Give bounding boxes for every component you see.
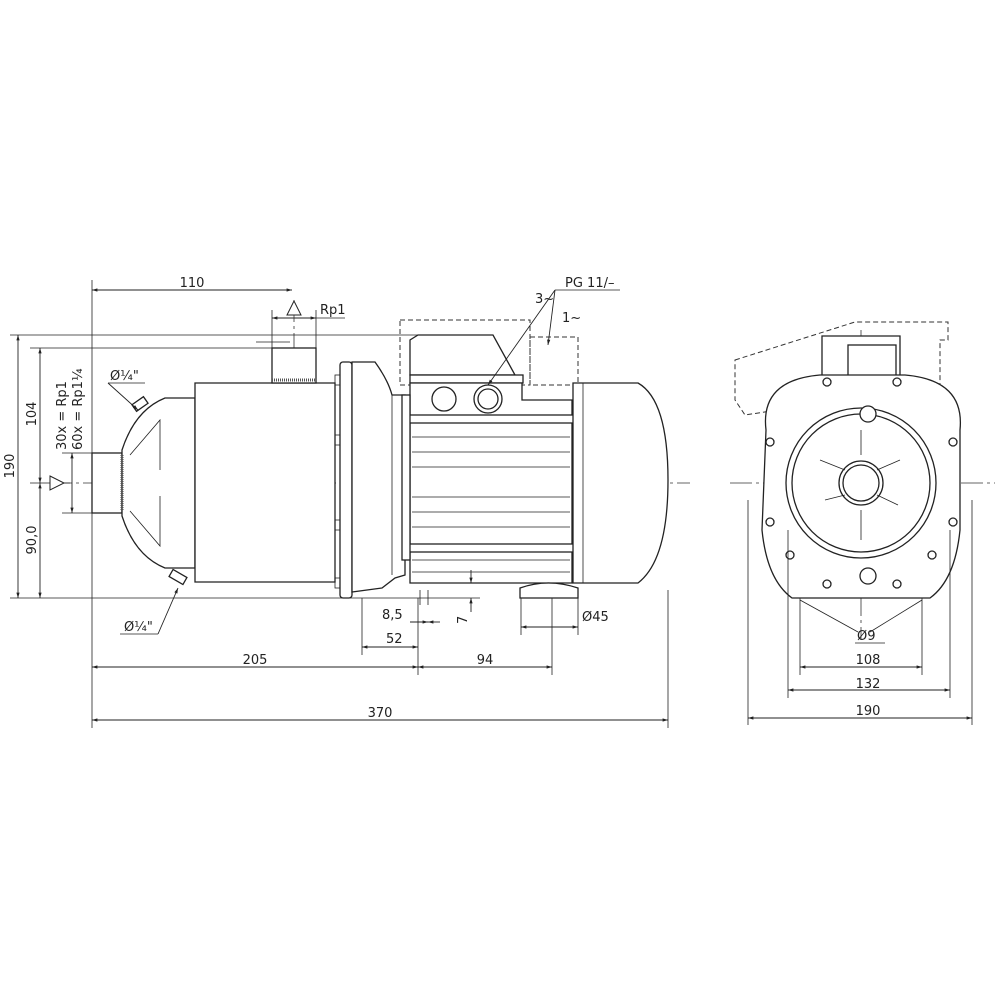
dim-370: 370 bbox=[368, 706, 393, 721]
three-phase-label: 3~ bbox=[535, 292, 554, 307]
dim-108: 108 bbox=[856, 653, 881, 668]
front-inlet bbox=[838, 460, 884, 506]
motor-flange bbox=[401, 394, 411, 561]
dim-205: 205 bbox=[243, 653, 268, 668]
inlet-flow-symbol bbox=[49, 475, 66, 491]
dim-8-5: 8,5 bbox=[382, 608, 403, 623]
single-phase-label: 1~ bbox=[562, 311, 581, 326]
plug-top bbox=[131, 395, 149, 413]
outlet-flow-symbol bbox=[286, 299, 302, 316]
dim-7: 7 bbox=[456, 616, 471, 624]
fan-cover bbox=[572, 382, 669, 584]
front-terminal-box-alt-outline bbox=[734, 321, 949, 416]
dim-104: 104 bbox=[25, 402, 40, 427]
dim-94: 94 bbox=[477, 653, 494, 668]
dim-132: 132 bbox=[856, 677, 881, 692]
fin-band-bottom bbox=[407, 543, 575, 553]
plug-bottom bbox=[168, 568, 188, 586]
dim-hole-9: Ø9 bbox=[857, 629, 876, 644]
dim-110: 110 bbox=[180, 276, 205, 291]
motor-bracket bbox=[351, 361, 406, 593]
motor-foot bbox=[519, 582, 579, 599]
dim-rp1: Rp1 bbox=[320, 303, 346, 318]
dim-45: Ø45 bbox=[582, 610, 609, 625]
leader-arrows bbox=[107, 289, 556, 635]
inlet-thread-30x: 30x = Rp1 bbox=[55, 381, 70, 450]
dim-52: 52 bbox=[386, 632, 403, 647]
front-housing bbox=[761, 374, 961, 599]
motor-body bbox=[409, 382, 573, 584]
dim-190-width: 190 bbox=[856, 704, 881, 719]
pump-housing bbox=[194, 382, 336, 583]
dim-90: 90,0 bbox=[25, 526, 40, 555]
inlet-cover bbox=[121, 397, 196, 569]
pump-side-view bbox=[91, 347, 406, 599]
fin-band-top bbox=[407, 414, 575, 424]
plug-bottom-label: Ø¼" bbox=[124, 620, 153, 635]
pump-front-view bbox=[734, 321, 961, 599]
dimension-arrows bbox=[16, 288, 972, 722]
housing-flange bbox=[339, 361, 353, 599]
cable-gland-label: PG 11/– bbox=[565, 276, 614, 291]
dimension-lines bbox=[10, 280, 973, 728]
plug-top-label: Ø¼" bbox=[110, 369, 139, 384]
inlet-thread-60x: 60x = Rp1¼ bbox=[71, 368, 86, 450]
dim-190-height: 190 bbox=[3, 454, 18, 479]
inlet-port bbox=[91, 452, 123, 514]
outlet-port bbox=[271, 347, 317, 384]
front-inner-ring bbox=[785, 407, 937, 559]
motor bbox=[352, 319, 669, 605]
